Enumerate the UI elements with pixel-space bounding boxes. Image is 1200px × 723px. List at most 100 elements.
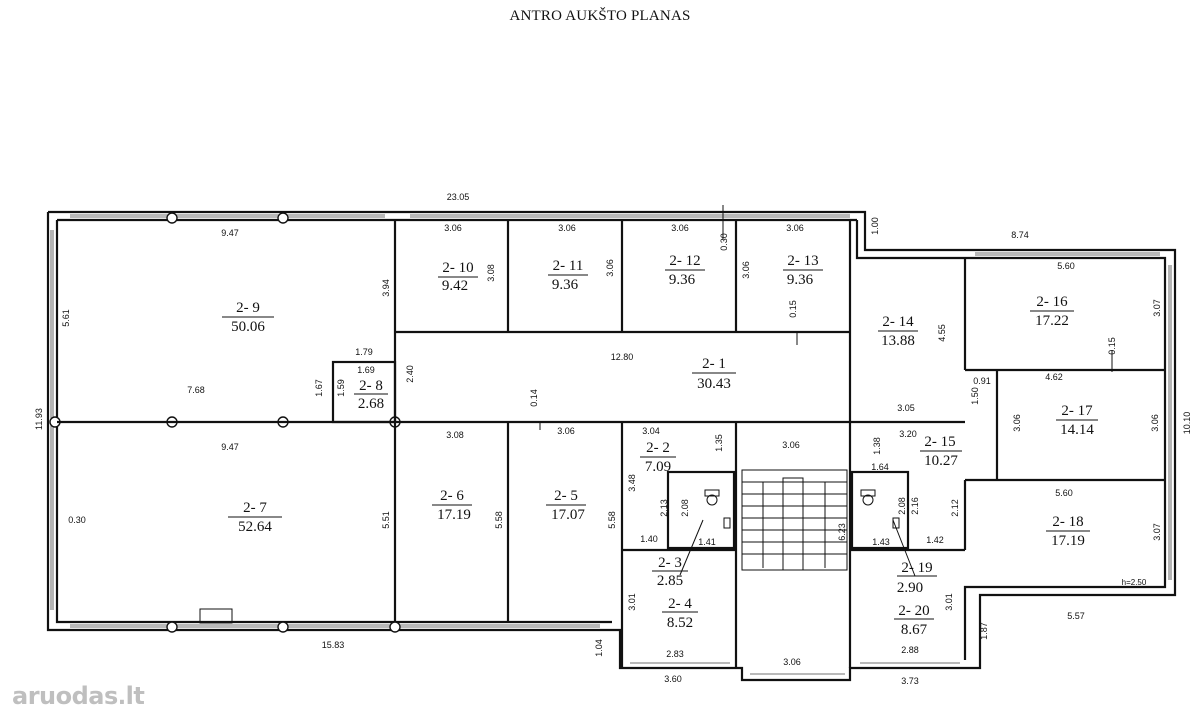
svg-text:2- 18: 2- 18	[1052, 514, 1083, 530]
room-2-3: 2- 32.85	[652, 555, 688, 589]
svg-text:2- 11: 2- 11	[553, 258, 584, 274]
svg-text:3.06: 3.06	[558, 223, 576, 233]
room-2-7: 2- 7 52.64	[228, 500, 282, 535]
svg-text:2.85: 2.85	[657, 573, 683, 589]
svg-text:50.06: 50.06	[231, 319, 265, 335]
svg-text:2- 9: 2- 9	[236, 300, 260, 316]
svg-text:3.04: 3.04	[642, 426, 660, 436]
svg-text:7.68: 7.68	[187, 385, 205, 395]
svg-text:6.23: 6.23	[837, 523, 847, 541]
svg-text:5.58: 5.58	[607, 511, 617, 529]
room-2-1: 2- 130.43	[692, 356, 736, 392]
svg-text:9.36: 9.36	[552, 277, 579, 293]
room-2-14: 2- 14 13.88	[878, 314, 918, 349]
svg-text:2- 19: 2- 19	[901, 560, 932, 576]
svg-text:3.01: 3.01	[944, 593, 954, 611]
svg-text:17.07: 17.07	[551, 507, 585, 523]
svg-text:1.79: 1.79	[355, 347, 373, 357]
svg-text:1.59: 1.59	[336, 379, 346, 397]
svg-text:8.74: 8.74	[1011, 230, 1029, 240]
svg-text:9.36: 9.36	[787, 272, 814, 288]
svg-text:3.73: 3.73	[901, 676, 919, 686]
svg-text:3.08: 3.08	[486, 264, 496, 282]
svg-text:8.67: 8.67	[901, 622, 928, 638]
svg-text:2.68: 2.68	[358, 396, 384, 412]
svg-text:5.51: 5.51	[381, 511, 391, 529]
room-2-10: 2- 109.42	[438, 260, 478, 294]
svg-text:3.94: 3.94	[381, 279, 391, 297]
room-2-13: 2- 139.36	[783, 253, 823, 288]
room-2-9: 2- 9 50.06	[222, 300, 274, 335]
svg-text:3.06: 3.06	[741, 261, 751, 279]
svg-text:3.06: 3.06	[782, 440, 800, 450]
svg-text:1.50: 1.50	[970, 387, 980, 405]
svg-text:30.43: 30.43	[697, 376, 731, 392]
svg-text:12.80: 12.80	[611, 352, 634, 362]
svg-text:9.36: 9.36	[669, 272, 696, 288]
svg-text:2- 14: 2- 14	[882, 314, 914, 330]
room-2-19: 2- 192.90	[897, 560, 937, 596]
svg-text:3.06: 3.06	[1150, 414, 1160, 432]
svg-text:3.07: 3.07	[1152, 299, 1162, 317]
svg-text:7.09: 7.09	[645, 459, 671, 475]
svg-text:2- 10: 2- 10	[442, 260, 473, 276]
svg-text:2.40: 2.40	[405, 365, 415, 383]
svg-text:3.06: 3.06	[1012, 414, 1022, 432]
room-2-11: 2- 11 9.36	[548, 258, 588, 293]
windows	[50, 214, 1172, 675]
plan-title: ANTRO AUKŠTO PLANAS	[509, 8, 691, 24]
svg-text:1.69: 1.69	[357, 365, 375, 375]
svg-text:52.64: 52.64	[238, 519, 272, 535]
svg-text:2.83: 2.83	[666, 649, 684, 659]
svg-text:1.40: 1.40	[640, 534, 658, 544]
svg-text:1.35: 1.35	[714, 434, 724, 452]
svg-text:3.07: 3.07	[1152, 523, 1162, 541]
svg-text:3.20: 3.20	[899, 429, 917, 439]
svg-text:0.30: 0.30	[719, 233, 729, 251]
svg-text:3.05: 3.05	[897, 403, 915, 413]
svg-text:10.27: 10.27	[924, 453, 958, 469]
svg-text:17.19: 17.19	[437, 507, 471, 523]
svg-text:3.60: 3.60	[664, 674, 682, 684]
svg-text:11.93: 11.93	[34, 408, 44, 430]
interior-walls	[57, 220, 1165, 668]
svg-text:1.64: 1.64	[871, 462, 889, 472]
svg-text:10.10: 10.10	[1182, 412, 1192, 435]
outer-walls	[46, 210, 1177, 682]
room-2-8: 2- 8 2.68	[354, 378, 388, 412]
svg-text:2- 17: 2- 17	[1061, 403, 1093, 419]
svg-text:4.62: 4.62	[1045, 372, 1063, 382]
svg-text:1.87: 1.87	[979, 622, 989, 640]
svg-text:2- 12: 2- 12	[669, 253, 700, 269]
svg-text:5.61: 5.61	[61, 309, 71, 327]
room-2-20: 2- 208.67	[894, 603, 934, 638]
svg-text:0.15: 0.15	[788, 300, 798, 318]
svg-text:9.47: 9.47	[221, 442, 239, 452]
svg-text:5.57: 5.57	[1067, 611, 1085, 621]
svg-text:3.06: 3.06	[605, 259, 615, 277]
svg-text:1.42: 1.42	[926, 535, 944, 545]
svg-text:2- 8: 2- 8	[359, 378, 383, 394]
svg-text:5.58: 5.58	[494, 511, 504, 529]
svg-text:2.12: 2.12	[950, 499, 960, 517]
svg-text:2.13: 2.13	[659, 499, 669, 517]
svg-text:1.41: 1.41	[698, 537, 716, 547]
svg-text:2.16: 2.16	[910, 497, 920, 515]
svg-text:5.60: 5.60	[1057, 261, 1075, 271]
svg-text:0.91: 0.91	[973, 376, 991, 386]
svg-text:0.14: 0.14	[529, 389, 539, 407]
logo-text: aruodas	[12, 682, 118, 710]
svg-text:3.08: 3.08	[446, 430, 464, 440]
svg-text:2.08: 2.08	[897, 497, 907, 515]
room-labels: 2- 950.06 2- 752.64 2- 109.42 2- 119.36 …	[222, 253, 1098, 638]
svg-text:8.52: 8.52	[667, 615, 693, 631]
svg-text:13.88: 13.88	[881, 333, 915, 349]
svg-text:2.08: 2.08	[680, 499, 690, 517]
svg-text:2- 7: 2- 7	[243, 500, 267, 516]
svg-text:3.48: 3.48	[627, 474, 637, 492]
svg-text:3.01: 3.01	[627, 593, 637, 611]
svg-text:23.05: 23.05	[447, 192, 470, 202]
svg-text:5.60: 5.60	[1055, 488, 1073, 498]
